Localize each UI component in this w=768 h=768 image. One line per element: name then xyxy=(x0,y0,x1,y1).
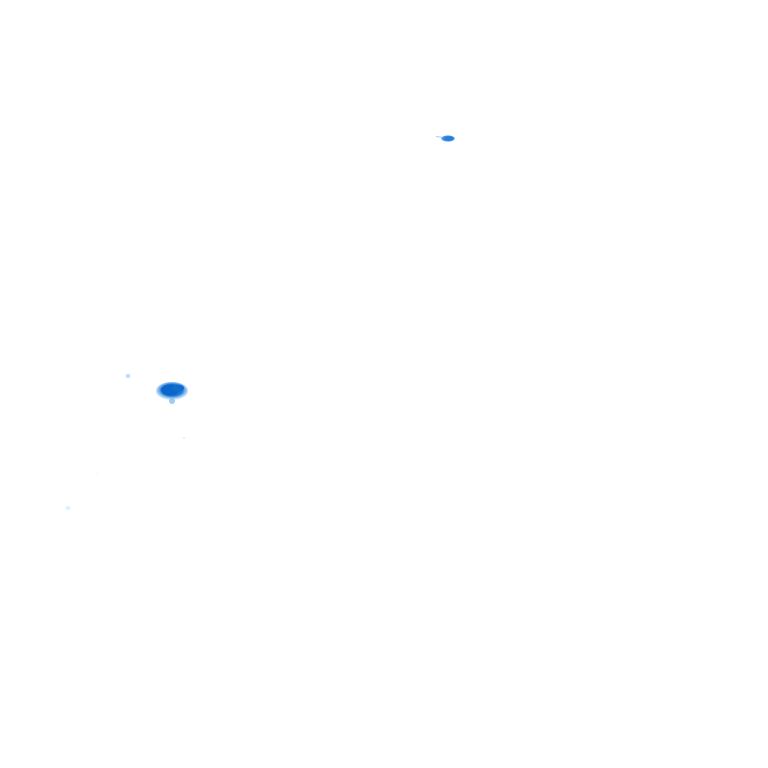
faint-speck xyxy=(37,261,627,511)
small-blue-blob xyxy=(435,135,455,142)
large-blue-blob xyxy=(125,373,188,439)
